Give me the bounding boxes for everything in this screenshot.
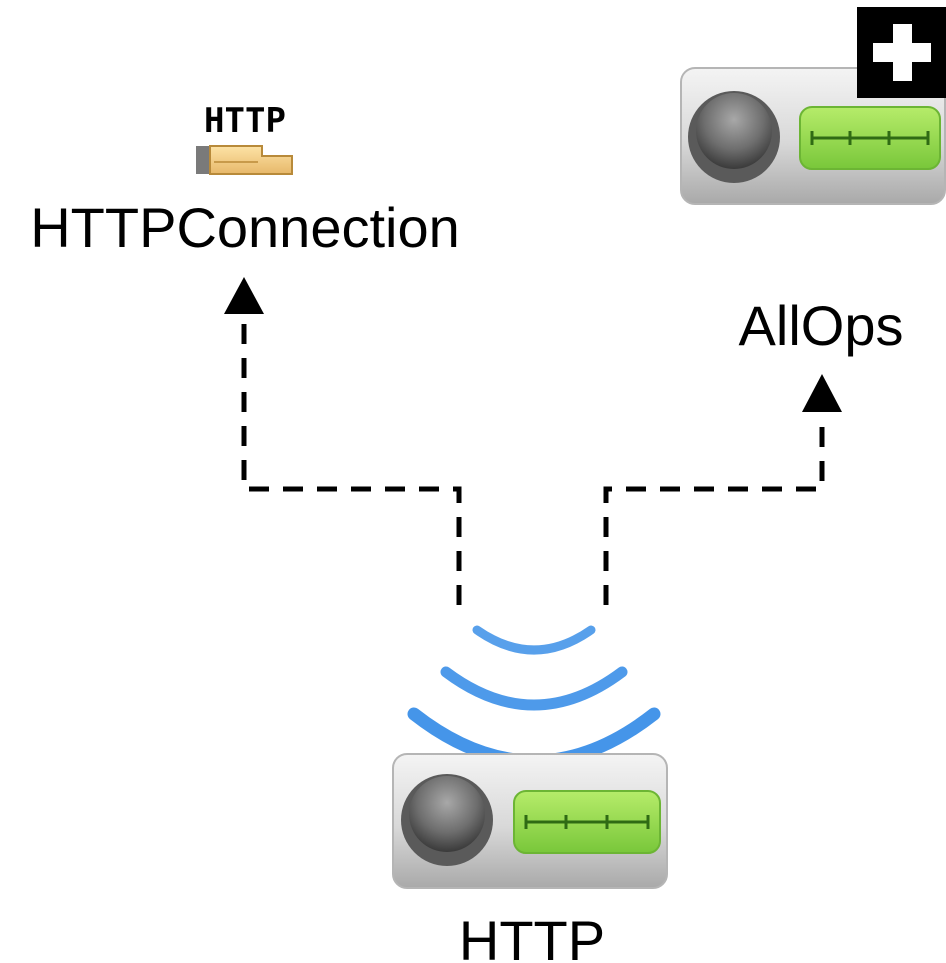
- edge-http-to-httpconnection: [224, 277, 462, 605]
- http-connection-icon-text: HTTP: [204, 101, 286, 141]
- node-label: HTTP: [459, 909, 605, 963]
- signal-waves-icon: [407, 625, 661, 768]
- node-label: HTTPConnection: [30, 196, 460, 259]
- arrowhead-icon: [802, 374, 842, 412]
- node-http[interactable]: HTTP: [392, 625, 668, 963]
- http-connection-icon: HTTP: [196, 101, 293, 175]
- node-allops[interactable]: AllOps: [680, 7, 946, 357]
- wireless-device-icon: [392, 753, 668, 889]
- node-label: AllOps: [739, 294, 904, 357]
- plus-badge-icon[interactable]: [857, 7, 946, 98]
- edge-http-to-allops: [603, 374, 842, 605]
- device-icon: [680, 67, 946, 205]
- arrowhead-icon: [224, 277, 264, 314]
- node-httpconnection[interactable]: HTTP HTTPConnection: [30, 101, 460, 259]
